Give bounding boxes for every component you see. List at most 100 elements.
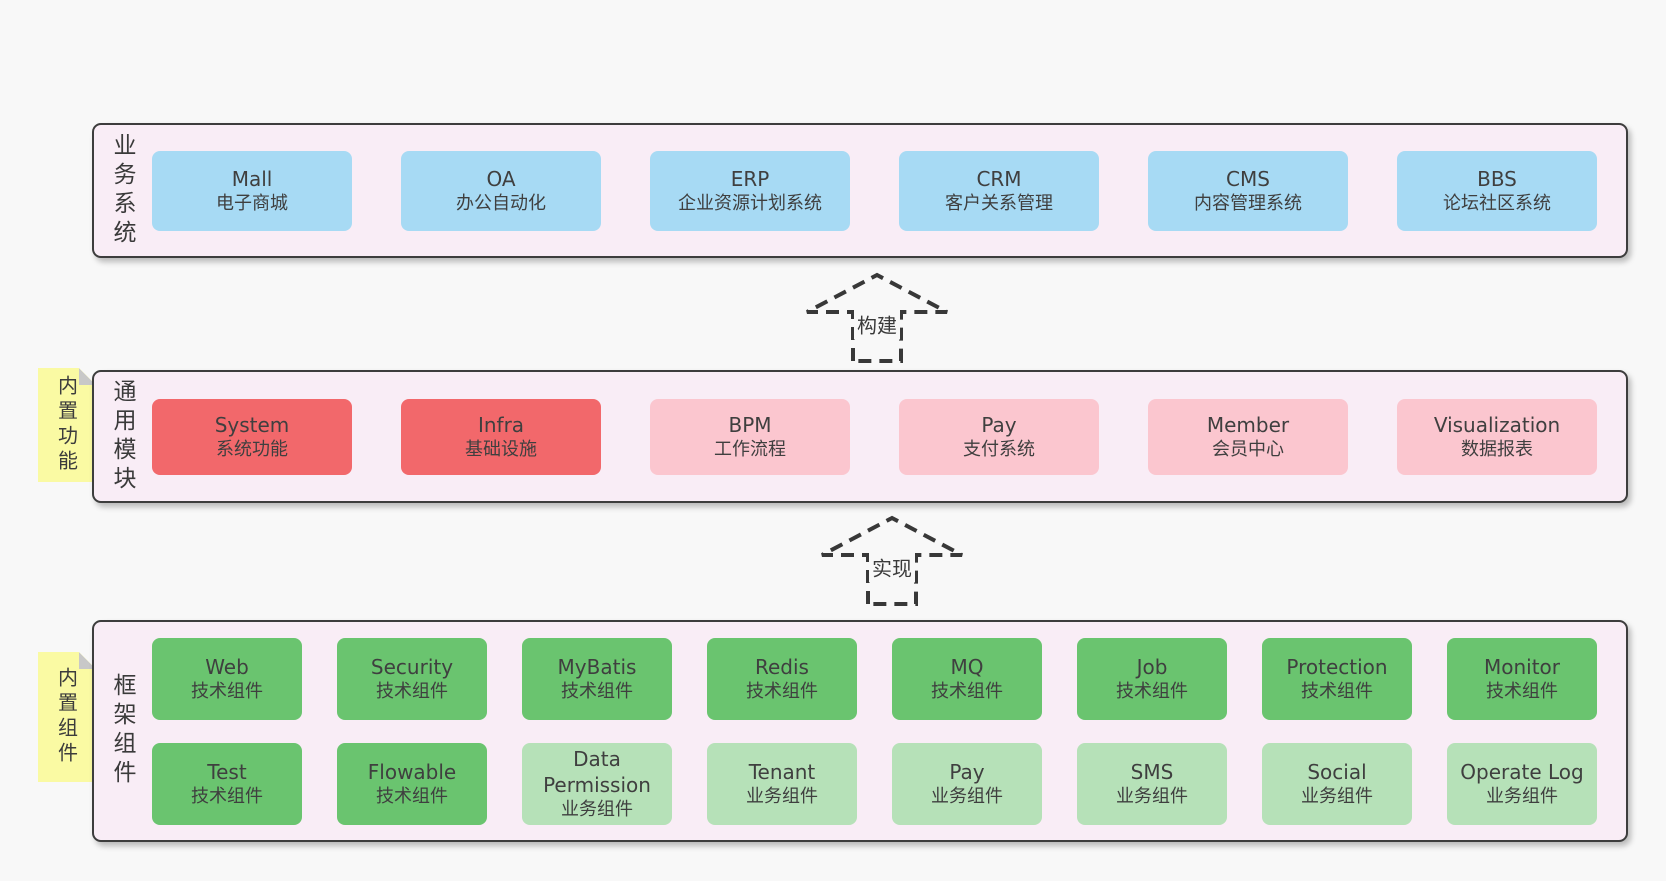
arrow-up-icon (806, 272, 948, 363)
box-subtitle: 支付系统 (963, 439, 1035, 461)
box-name: Security (370, 655, 454, 680)
sticky-note-built-in-components: 内置组件 (38, 652, 96, 782)
box-subtitle: 业务组件 (561, 799, 633, 821)
box-name: Visualization (1433, 413, 1561, 438)
build-arrow-label: 构建 (854, 308, 900, 340)
box-name: BBS (1477, 167, 1517, 192)
box-name: Operate Log (1460, 760, 1584, 785)
box-subtitle: 技术组件 (191, 681, 263, 703)
build-arrow: 构建 (804, 272, 950, 364)
box-name: CRM (976, 167, 1022, 192)
box-name: MyBatis (557, 655, 637, 680)
box-subtitle: 系统功能 (216, 439, 288, 461)
box-subtitle: 技术组件 (746, 681, 818, 703)
box-name: Member (1206, 413, 1290, 438)
box-subtitle: 业务组件 (1301, 786, 1373, 808)
box-subtitle: 业务组件 (1486, 786, 1558, 808)
box-subtitle: 会员中心 (1212, 439, 1284, 461)
box-subtitle: 基础设施 (465, 439, 537, 461)
box-name: Social (1307, 760, 1367, 785)
box-subtitle: 技术组件 (1301, 681, 1373, 703)
box-subtitle: 客户关系管理 (945, 193, 1053, 215)
sticky-note-built-in-features: 内置功能 (38, 368, 96, 482)
box-subtitle: 办公自动化 (456, 193, 546, 215)
box-subtitle: 内容管理系统 (1194, 193, 1302, 215)
box-name: OA (486, 167, 516, 192)
panel-label-modules: 通用模块 (109, 378, 135, 495)
arrow-up-icon (821, 515, 963, 606)
box-name: Pay (981, 413, 1017, 438)
box-subtitle: 技术组件 (191, 786, 263, 808)
box-subtitle: 业务组件 (746, 786, 818, 808)
box-subtitle: 技术组件 (1116, 681, 1188, 703)
box-name: BPM (728, 413, 772, 438)
box-subtitle: 工作流程 (714, 439, 786, 461)
box-subtitle: 技术组件 (561, 681, 633, 703)
box-name: Flowable (367, 760, 457, 785)
box-subtitle: 企业资源计划系统 (678, 193, 822, 215)
box-subtitle: 业务组件 (931, 786, 1003, 808)
box-name: Mall (231, 167, 273, 192)
sticky-note-label: 内置功能 (54, 375, 79, 475)
box-subtitle: 技术组件 (1486, 681, 1558, 703)
box-name: Web (205, 655, 249, 680)
box-subtitle: 技术组件 (376, 681, 448, 703)
box-subtitle: 论坛社区系统 (1443, 193, 1551, 215)
box-name: Monitor (1483, 655, 1561, 680)
implement-arrow: 实现 (819, 515, 965, 607)
box-subtitle: 技术组件 (931, 681, 1003, 703)
box-subtitle: 业务组件 (1116, 786, 1188, 808)
box-subtitle: 技术组件 (376, 786, 448, 808)
box-name: CMS (1226, 167, 1270, 192)
box-name: Tenant (748, 760, 816, 785)
box-subtitle: 数据报表 (1461, 439, 1533, 461)
box-name: Protection (1286, 655, 1388, 680)
box-name: Job (1136, 655, 1168, 680)
panel-label-components: 框架组件 (109, 673, 135, 789)
box-name: MQ (950, 655, 984, 680)
box-name: ERP (730, 167, 770, 192)
box-name: Redis (755, 655, 809, 680)
box-name: SMS (1130, 760, 1174, 785)
box-name: Pay (949, 760, 985, 785)
implement-arrow-label: 实现 (869, 551, 915, 583)
sticky-note-label: 内置组件 (54, 667, 79, 767)
box-name: System (214, 413, 290, 438)
box-subtitle: 电子商城 (216, 193, 288, 215)
box-name: Infra (477, 413, 525, 438)
